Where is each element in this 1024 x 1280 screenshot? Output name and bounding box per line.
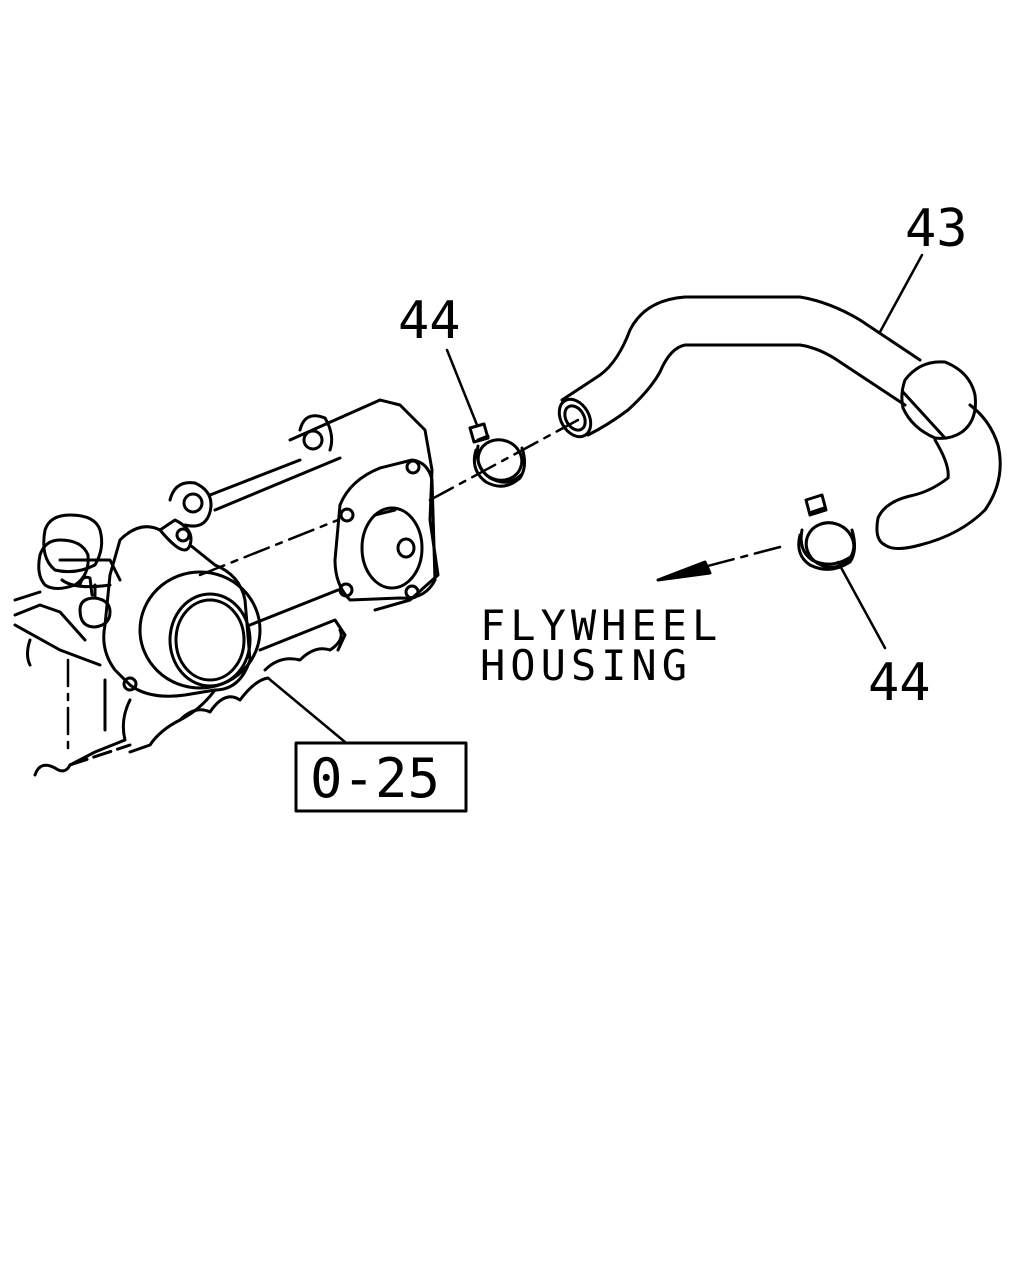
direction-arrow: [656, 545, 782, 582]
reference-box-label: 0-25: [310, 747, 440, 810]
callout-leader-upper-clamp: [445, 348, 479, 427]
engine-housing: [13, 398, 440, 777]
callout-leader-lower-clamp: [836, 560, 887, 650]
callout-number-upper-clamp: 44: [398, 291, 461, 351]
callout-number-hose: 43: [905, 199, 968, 259]
coolant-hose: [557, 295, 1002, 550]
reference-box: 0-25: [294, 741, 468, 813]
direction-label-line2: HOUSING: [480, 641, 692, 690]
callout-number-lower-clamp: 44: [868, 653, 931, 713]
callout-leader-hose: [878, 253, 924, 334]
assembly-centerline: [428, 418, 580, 502]
hose-clamp-lower: [797, 493, 857, 571]
direction-label-line1: FLYWHEEL: [480, 601, 722, 650]
hose-clamp-upper: [468, 422, 527, 488]
